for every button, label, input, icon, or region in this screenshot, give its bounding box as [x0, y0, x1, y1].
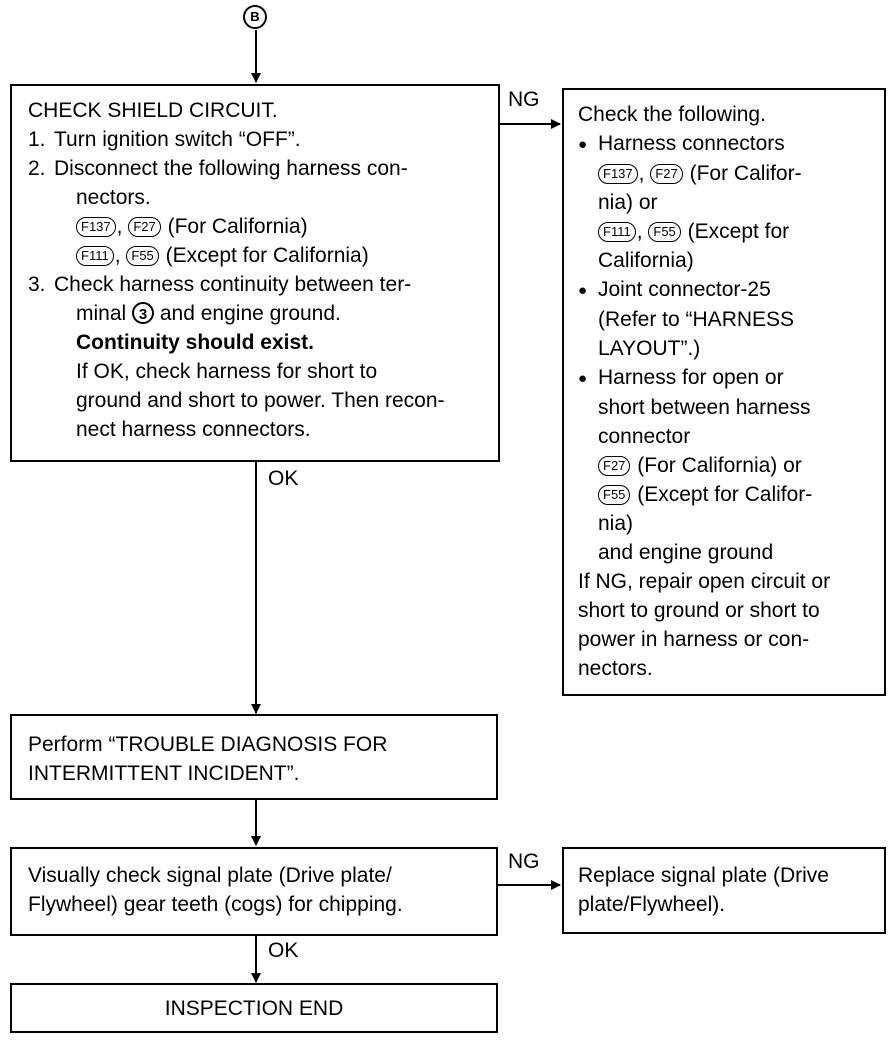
- b1-for2: nia) or: [598, 191, 658, 214]
- box3-line-2: INTERMITTENT INCIDENT”.: [28, 762, 300, 785]
- step-2-num: 2.: [28, 157, 46, 180]
- connector-f137: F137: [76, 217, 116, 237]
- start-marker: B: [243, 5, 267, 29]
- b1-for: (For Califor-: [689, 162, 802, 185]
- connector-f55: F55: [126, 246, 159, 266]
- sep: ,: [116, 215, 123, 238]
- visual-check-box: Visually check signal plate (Drive plate…: [10, 847, 498, 936]
- step-1-num: 1.: [28, 128, 46, 151]
- ng-note-4: nectors.: [578, 657, 653, 680]
- b3-end: and engine ground: [598, 541, 774, 564]
- step-3-ground: and engine ground.: [159, 302, 341, 325]
- perform-trouble-diagnosis-box: Perform “TROUBLE DIAGNOSIS FOR INTERMITT…: [10, 714, 498, 800]
- box4-line-1: Visually check signal plate (Drive plate…: [28, 864, 392, 887]
- inspection-end-box: INSPECTION END: [10, 983, 498, 1033]
- label-ok-1: OK: [268, 467, 299, 490]
- step-3-num: 3.: [28, 273, 46, 296]
- box4-line-2: Flywheel) gear teeth (cogs) for chipping…: [28, 893, 403, 916]
- inspection-end-text: INSPECTION END: [164, 997, 344, 1020]
- bullet-icon: ●: [578, 282, 588, 299]
- b1-except2: California): [598, 249, 694, 272]
- b3-except2: nia): [598, 512, 634, 535]
- except-california-text: (Except for California): [165, 244, 369, 267]
- sep: ,: [114, 244, 121, 267]
- connector-f137: F137: [598, 164, 638, 184]
- ok-note-2: ground and short to power. Then recon-: [76, 389, 445, 412]
- ng-note-1: If NG, repair open circuit or: [578, 570, 831, 593]
- step-3-text: Check harness continuity between ter-: [54, 273, 412, 296]
- bullet-3-text: Harness for open or: [598, 366, 784, 389]
- b2-l2: (Refer to “HARNESS: [598, 308, 795, 331]
- step-3-minal: minal: [76, 302, 127, 325]
- check-shield-circuit-box: CHECK SHIELD CIRCUIT. 1. Turn ignition sw…: [10, 84, 500, 462]
- label-ng-1: NG: [508, 88, 540, 111]
- b3-for: (For California) or: [637, 454, 802, 477]
- box5-line-1: Replace signal plate (Drive: [578, 864, 829, 887]
- ng-note-2: short to ground or short to: [578, 599, 820, 622]
- sep: ,: [636, 220, 643, 243]
- step-2-text: Disconnect the following harness con-: [54, 157, 408, 180]
- ok-note-3: nect harness connectors.: [76, 418, 311, 441]
- ng-note-3: power in harness or con-: [578, 628, 810, 651]
- sep: ,: [638, 162, 645, 185]
- step-1-text: Turn ignition switch “OFF”.: [54, 128, 301, 151]
- bullet-1-text: Harness connectors: [598, 132, 785, 155]
- box2-title: Check the following.: [578, 103, 766, 126]
- box5-line-2: plate/Flywheel).: [578, 893, 726, 916]
- b3-l3: connector: [598, 425, 691, 448]
- label-ng-2: NG: [508, 850, 540, 873]
- b1-except: (Except for: [687, 220, 790, 243]
- box1-title: CHECK SHIELD CIRCUIT.: [28, 99, 278, 122]
- bullet-icon: ●: [578, 370, 588, 387]
- box3-line-1: Perform “TROUBLE DIAGNOSIS FOR: [28, 733, 388, 756]
- label-ok-2: OK: [268, 939, 299, 962]
- ok-note-1: If OK, check harness for short to: [76, 360, 378, 383]
- terminal-3-icon: 3: [132, 302, 155, 324]
- connector-f55: F55: [648, 222, 681, 242]
- bullet-2-text: Joint connector-25: [598, 278, 771, 301]
- connector-f111: F111: [76, 246, 114, 266]
- for-california-text: (For California): [167, 215, 308, 238]
- connector-f55: F55: [598, 485, 631, 505]
- connector-f27: F27: [650, 164, 683, 184]
- step-2-text-cont: nectors.: [76, 186, 151, 209]
- connector-f111: F111: [598, 222, 636, 242]
- bullet-icon: ●: [578, 136, 588, 153]
- continuity-should-exist: Continuity should exist.: [76, 331, 315, 354]
- b3-l2: short between harness: [598, 396, 811, 419]
- b3-except: (Except for Califor-: [637, 483, 813, 506]
- check-following-box: Check the following. ● Harness connectors…: [562, 88, 886, 696]
- connector-f27: F27: [598, 456, 631, 476]
- connector-f27: F27: [128, 217, 161, 237]
- replace-signal-plate-box: Replace signal plate (Drive plate/Flywhe…: [562, 847, 886, 934]
- b2-l3: LAYOUT”.): [598, 337, 701, 360]
